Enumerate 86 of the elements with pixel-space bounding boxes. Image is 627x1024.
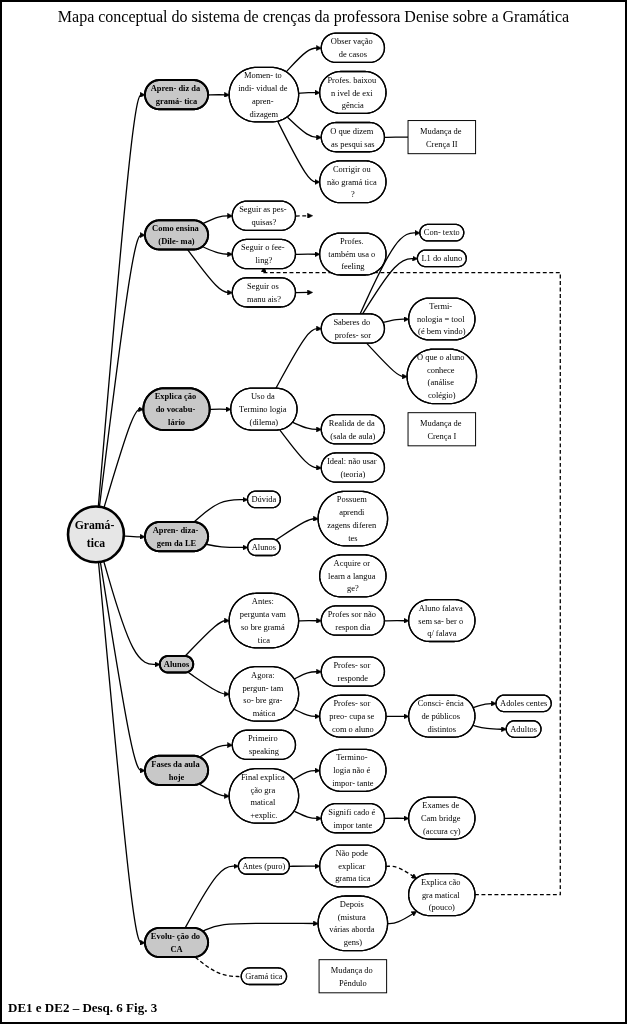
arrow [275, 325, 322, 390]
concept-ellipse: Primeiro speaking [231, 729, 297, 761]
concept-ellipse: Exames de Cam bridge (accura cy) [408, 796, 476, 840]
arrow [293, 668, 322, 680]
arrow [184, 863, 239, 929]
main-concept-ellipse: Evolu- ção do CA [143, 926, 210, 959]
concept-ellipse: Adultos [505, 720, 542, 738]
concept-ellipse: Saberes do profes- sor [320, 313, 386, 344]
arrow [385, 865, 418, 879]
concept-ellipse: L1 do aluno [416, 249, 467, 268]
arrow [198, 783, 230, 799]
arrow [184, 617, 230, 657]
arrow [123, 533, 146, 540]
concept-ellipse: Profes. baixou n ivel de exi gência [319, 70, 387, 115]
arrow [202, 213, 233, 225]
arrow [103, 560, 161, 668]
arrow [187, 671, 230, 697]
arrow [202, 920, 319, 932]
note-box: Mudança do Pêndulo [318, 959, 388, 994]
concept-ellipse: Termino- logia não é impor- tante [319, 748, 387, 792]
concept-ellipse: Aluno falava sem sa- ber o q/ falava [408, 598, 476, 643]
note-box: Mudança de Crença I [407, 412, 477, 447]
concept-ellipse: Dúvida [246, 490, 281, 509]
concept-ellipse: Con- texto [419, 223, 465, 242]
arrow [202, 246, 233, 258]
concept-ellipse: Agora: pergun- tam so- bre gra- mática [228, 665, 300, 722]
arrow [295, 289, 313, 296]
concept-ellipse: Corrigir ou não gramá tica ? [319, 160, 387, 204]
main-concept-ellipse: Alunos [158, 654, 195, 674]
arrow [198, 742, 233, 758]
concept-ellipse: Seguir as pes- quisas? [231, 200, 297, 231]
concept-ellipse: Consci- ência de públicos distintos [408, 694, 476, 738]
concept-ellipse: Depois (mistura várias aborda gens) [317, 895, 389, 952]
concept-ellipse: Possuem aprendi zagens diferen tes [317, 490, 389, 547]
main-concept-ellipse: Fases da aula hoje [143, 754, 210, 786]
arrow [298, 617, 322, 624]
arrow [98, 232, 146, 508]
concept-ellipse: Ideal: não usar (teoria) [320, 452, 386, 483]
arrow [187, 249, 233, 296]
arrow [361, 255, 418, 315]
arrow [99, 561, 146, 774]
connector-line [384, 136, 409, 139]
concept-ellipse: Signifi cado é impor tante [320, 802, 386, 834]
concept-ellipse: Seguir o fee- ling? [231, 238, 297, 270]
concept-ellipse: Antes (puro) [237, 857, 290, 875]
concept-ellipse: Termi- nologia = tool (é bem vindo) [408, 297, 476, 341]
concept-ellipse: Seguir os manu ais? [231, 277, 297, 308]
concept-ellipse: Final explica ção gra matical +explic. [228, 767, 300, 824]
concept-ellipse: Alunos [247, 538, 281, 557]
arrow [472, 700, 497, 709]
diagram-title: Mapa conceptual do sistema de crenças da professora Denise sobre a Gramática [56, 7, 571, 28]
concept-ellipse: Antes: pergunta vam so bre gramá tica [228, 592, 300, 649]
central-concept-ellipse: Gramá- tica [66, 505, 126, 564]
concept-ellipse: Obser vação de casos [320, 32, 386, 64]
arrow [293, 810, 322, 822]
concept-ellipse: Gramá tica [240, 967, 288, 986]
arrow [103, 406, 144, 509]
arrow [279, 429, 322, 471]
concept-ellipse: O que dizem as pesqui sas [320, 121, 386, 153]
concept-ellipse: Não pode explicar grama tica [319, 844, 387, 888]
main-concept-ellipse: Como ensina (Dile- ma) [143, 219, 210, 251]
arrow [207, 91, 230, 98]
figure-caption: DE1 e DE2 – Desq. 6 Fig. 3 [7, 999, 159, 1017]
concept-ellipse: Explica cão gra matical (pouco) [408, 873, 476, 917]
concept-ellipse: Profes sor não respon dia [320, 605, 386, 636]
concept-ellipse: Realida de da (sala de aula) [320, 414, 386, 445]
arrow [366, 342, 408, 380]
arrow [387, 911, 418, 925]
concept-ellipse: Uso da Termino logia (dilema) [230, 387, 298, 431]
note-box: Mudança de Crença II [407, 120, 477, 155]
main-concept-ellipse: Explica ção do vocabu- lário [142, 387, 211, 432]
main-concept-ellipse: Apren- diza- gem da LE [143, 521, 210, 553]
concept-ellipse: Acquire or learn a langua ge? [319, 554, 387, 598]
main-concept-ellipse: Apren- diz da gramá- tica [143, 79, 210, 111]
arrow [359, 230, 421, 315]
arrow [292, 421, 322, 433]
arrow [286, 116, 322, 141]
concept-ellipse: Profes- sor responde [320, 656, 386, 687]
concept-ellipse: Profes- sor preo- cupa se com o aluno [319, 694, 387, 738]
concept-ellipse: Momen- to indi- vidual de apren- dizagem [228, 66, 300, 123]
arrow [295, 212, 313, 219]
arrow [275, 515, 319, 541]
arrow [472, 724, 507, 733]
concept-ellipse: Adoles centes [495, 694, 552, 713]
concept-ellipse: Profes. também usa o feeling [319, 232, 387, 276]
arrow [285, 45, 322, 73]
